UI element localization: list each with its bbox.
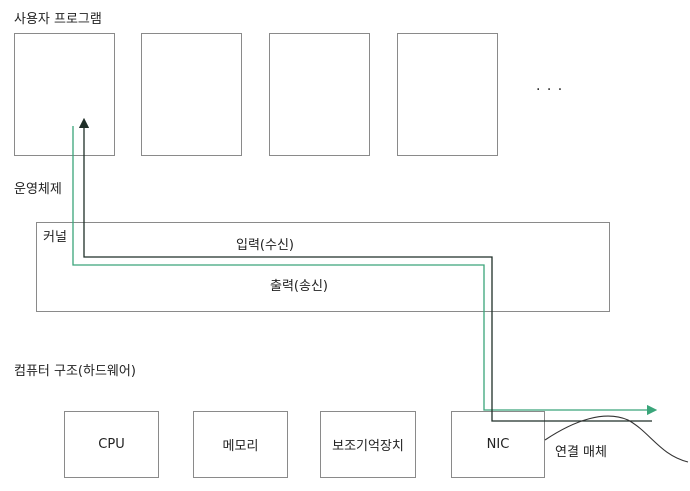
user-program-box-1 (14, 33, 115, 156)
hardware-label: 컴퓨터 구조(하드웨어) (14, 364, 136, 379)
more-programs-ellipsis: · · · (536, 82, 564, 98)
cpu-box: CPU (64, 411, 159, 478)
nic-box: NIC (451, 411, 545, 478)
input-flow-line (78, 117, 652, 422)
user-programs-label: 사용자 프로그램 (14, 12, 102, 27)
user-program-box-3 (269, 33, 370, 156)
cpu-label: CPU (98, 437, 125, 452)
connection-medium-curve (544, 415, 689, 463)
os-label: 운영체제 (14, 182, 62, 197)
output-flow-line (72, 126, 658, 416)
input-flow-label: 입력(수신) (236, 238, 294, 253)
storage-label: 보조기억장치 (332, 439, 404, 454)
kernel-box (36, 222, 610, 312)
output-flow-label: 출력(송신) (270, 279, 328, 294)
kernel-label: 커널 (43, 230, 67, 245)
memory-box: 메모리 (193, 411, 288, 478)
nic-label: NIC (486, 437, 510, 452)
medium-label: 연결 매체 (555, 445, 607, 460)
storage-box: 보조기억장치 (320, 411, 416, 478)
user-program-box-2 (141, 33, 242, 156)
user-program-box-4 (397, 33, 498, 156)
memory-label: 메모리 (222, 439, 259, 454)
